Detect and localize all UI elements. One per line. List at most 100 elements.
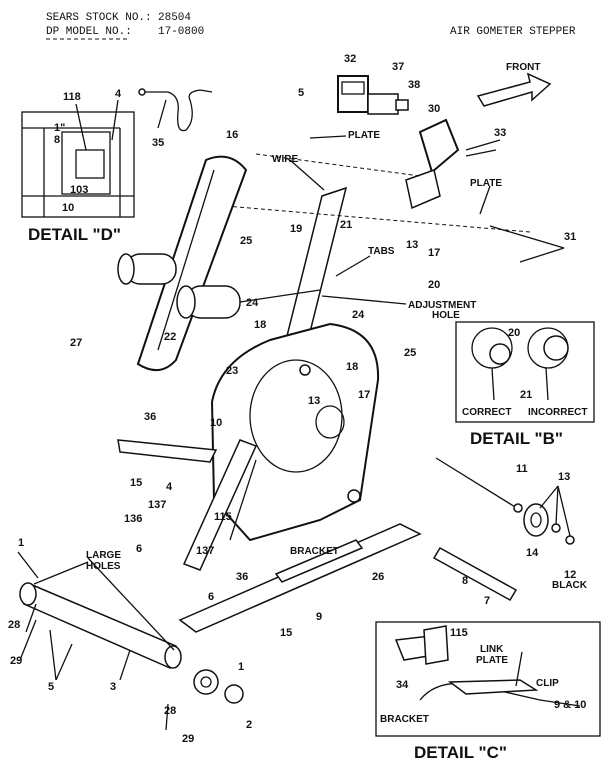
part-32: 32 bbox=[344, 53, 356, 65]
part-18-lower: 18 bbox=[346, 361, 358, 373]
part-28-right: 28 bbox=[164, 705, 176, 717]
part-22: 22 bbox=[164, 331, 176, 343]
part-6-left: 6 bbox=[136, 543, 142, 555]
seat-pad-16 bbox=[136, 155, 248, 371]
text-labels: PLATE PLATE WIRE TABS ADJUSTMENT HOLE LA… bbox=[86, 130, 588, 591]
detail-d-10: 10 bbox=[62, 202, 74, 214]
detail-c-clip: CLIP bbox=[536, 678, 559, 689]
part-31: 31 bbox=[564, 231, 576, 243]
monitor-assembly bbox=[337, 75, 501, 210]
label-plate-top: PLATE bbox=[348, 130, 380, 141]
front-arrow: FRONT bbox=[476, 62, 552, 107]
part-30: 30 bbox=[428, 103, 440, 115]
detail-c-title: DETAIL "C" bbox=[414, 743, 507, 762]
detail-c-link: LINK bbox=[480, 644, 504, 655]
part-12: 12 bbox=[564, 569, 576, 581]
detail-b-incorrect: INCORRECT bbox=[528, 407, 587, 418]
part-21: 21 bbox=[340, 219, 352, 231]
part-36-upper: 36 bbox=[144, 411, 156, 423]
part-33: 33 bbox=[494, 127, 506, 139]
part-29-right: 29 bbox=[182, 733, 194, 745]
detail-c: 115 LINK PLATE 34 CLIP BRACKET 9 & 10 DE… bbox=[375, 621, 601, 762]
part-18-upper: 18 bbox=[254, 319, 266, 331]
foot-pedal-36 bbox=[117, 439, 218, 463]
part-36-lower: 36 bbox=[236, 571, 248, 583]
label-bracket: BRACKET bbox=[290, 546, 339, 557]
detail-b-box bbox=[455, 321, 595, 423]
part-8: 8 bbox=[462, 575, 468, 587]
detail-b-title: DETAIL "B" bbox=[470, 429, 563, 448]
detail-b-21: 21 bbox=[520, 389, 532, 401]
part-26: 26 bbox=[372, 571, 384, 583]
part-4: 4 bbox=[166, 481, 173, 493]
part-5-top: 5 bbox=[298, 87, 304, 99]
part-19: 19 bbox=[290, 223, 302, 235]
detail-d-103: 103 bbox=[70, 184, 88, 196]
header: SEARS STOCK NO.: 28504 DP MODEL NO.: 17-… bbox=[46, 12, 576, 40]
model-label: DP MODEL NO.: bbox=[46, 26, 132, 38]
detail-b-correct: CORRECT bbox=[462, 407, 511, 418]
detail-c-bracket: BRACKET bbox=[380, 714, 429, 725]
part-17-mid: 17 bbox=[358, 389, 370, 401]
model-value: 17-0800 bbox=[158, 26, 204, 38]
part-35: 35 bbox=[152, 137, 164, 149]
part-11: 11 bbox=[516, 463, 528, 475]
base-tube-3 bbox=[19, 582, 182, 670]
part-28-left: 28 bbox=[8, 619, 20, 631]
leader-lines bbox=[17, 135, 571, 731]
label-hole: HOLE bbox=[432, 310, 460, 321]
stabilizer-26 bbox=[274, 539, 364, 583]
part-2: 2 bbox=[246, 719, 252, 731]
label-tabs: TABS bbox=[368, 246, 395, 257]
part-1-right: 1 bbox=[238, 661, 244, 673]
detail-c-9-10: 9 & 10 bbox=[554, 699, 586, 711]
stock-value: 28504 bbox=[158, 12, 191, 24]
label-holes: HOLES bbox=[86, 561, 121, 572]
detail-d-frac-den: 8 bbox=[54, 134, 60, 146]
part-25-upper: 25 bbox=[240, 235, 252, 247]
detail-b: 20 21 CORRECT INCORRECT DETAIL "B" bbox=[455, 321, 595, 448]
part-29-left: 29 bbox=[10, 655, 22, 667]
label-black: BLACK bbox=[552, 580, 588, 591]
part-137-upper: 137 bbox=[148, 499, 166, 511]
detail-d-frac: 1" bbox=[54, 122, 65, 134]
part-38: 38 bbox=[408, 79, 420, 91]
part-27: 27 bbox=[70, 337, 82, 349]
part-16: 16 bbox=[226, 129, 238, 141]
part-1-left: 1 bbox=[18, 537, 24, 549]
part-14: 14 bbox=[526, 547, 539, 559]
part-9: 9 bbox=[316, 611, 322, 623]
label-large: LARGE bbox=[86, 550, 121, 561]
part-5-bottom: 5 bbox=[48, 681, 54, 693]
label-wire: WIRE bbox=[272, 154, 298, 165]
part-15-upper: 15 bbox=[130, 477, 142, 489]
part-15-lower: 15 bbox=[280, 627, 292, 639]
part-23: 23 bbox=[226, 365, 238, 377]
flywheel-housing bbox=[210, 322, 380, 542]
part-24-right: 24 bbox=[352, 309, 365, 321]
detail-c-box bbox=[375, 621, 601, 737]
part-13-mid: 13 bbox=[308, 395, 320, 407]
label-plate-right: PLATE bbox=[470, 178, 502, 189]
detail-d: 118 4 1" 8 103 10 DETAIL "D" bbox=[21, 88, 135, 244]
detail-c-plate: PLATE bbox=[476, 655, 508, 666]
part-13-right: 13 bbox=[558, 471, 570, 483]
bracket-30 bbox=[418, 118, 460, 174]
detail-d-title: DETAIL "D" bbox=[28, 225, 121, 244]
part-25-lower: 25 bbox=[404, 347, 416, 359]
detail-c-115: 115 bbox=[450, 627, 468, 639]
detail-b-20: 20 bbox=[508, 327, 520, 339]
frame-tube bbox=[83, 100, 540, 643]
stock-label: SEARS STOCK NO.: bbox=[46, 12, 152, 24]
part-17-top: 17 bbox=[428, 247, 440, 259]
wheel-assembly bbox=[432, 457, 575, 602]
part-136: 136 bbox=[124, 513, 142, 525]
end-caps bbox=[193, 669, 244, 704]
part-7: 7 bbox=[484, 595, 490, 607]
front-label: FRONT bbox=[506, 62, 540, 73]
front-arrow-icon bbox=[476, 72, 552, 107]
product-name: AIR GOMETER STEPPER bbox=[450, 26, 576, 38]
part-24-left: 24 bbox=[246, 297, 259, 309]
